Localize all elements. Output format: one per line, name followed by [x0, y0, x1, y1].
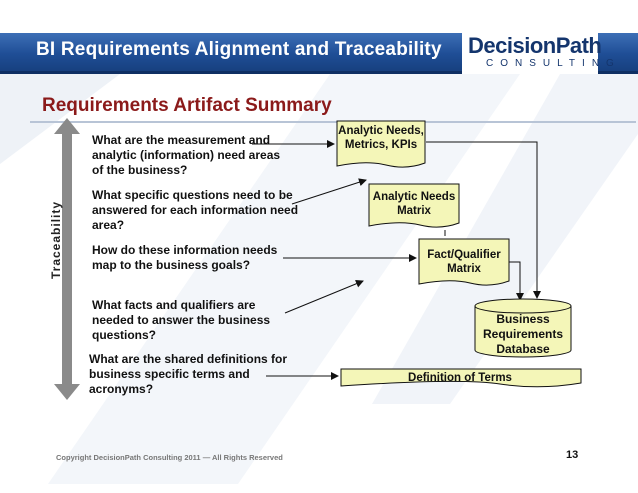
slide-header: BI Requirements Alignment and Traceabili…: [0, 0, 638, 74]
company-logo: [462, 30, 598, 74]
database-cylinder: [474, 298, 572, 358]
traceability-arrow: [54, 118, 80, 400]
header-underline: [0, 71, 638, 74]
traceability-label: Traceability: [49, 200, 63, 279]
copyright-footer: Copyright DecisionPath Consulting 2011 —…: [56, 453, 283, 462]
question-facts-qualifiers: What facts and qualifiers are needed to …: [92, 298, 271, 342]
slide-title: BI Requirements Alignment and Traceabili…: [36, 39, 442, 60]
page-number: 13: [566, 449, 579, 461]
logo-subtitle: CONSULTING: [486, 58, 621, 69]
question-business-goals: How do these information needs map to th…: [92, 243, 278, 272]
question-need-areas: What are the measurement and analytic (i…: [92, 133, 281, 177]
artifact-fact-matrix: Fact/Qualifier Matrix: [418, 238, 510, 288]
question-shared-definitions: What are the shared definitions for busi…: [89, 352, 288, 396]
artifact-analytic-matrix: Analytic Needs Matrix: [368, 183, 460, 230]
artifact-analytic-matrix-label: Analytic Needs Matrix: [372, 191, 456, 217]
artifact-terms: [340, 368, 582, 388]
logo-wordmark: DecisionPath: [468, 33, 602, 58]
artifact-fact-matrix-label: Fact/Qualifier Matrix: [427, 249, 501, 275]
question-specific-questions: What specific questions need to be answe…: [92, 188, 299, 232]
artifact-analytic-needs: Analytic Needs, Metrics, KPIs: [336, 120, 426, 170]
artifact-analytic-needs-label: Analytic Needs, Metrics, KPIs: [338, 125, 424, 151]
artifact-terms-label: Definition of Terms: [408, 372, 512, 384]
section-title: Requirements Artifact Summary: [42, 95, 332, 116]
database-label: Business Requirements Database: [482, 312, 564, 356]
section-divider: [30, 121, 636, 123]
